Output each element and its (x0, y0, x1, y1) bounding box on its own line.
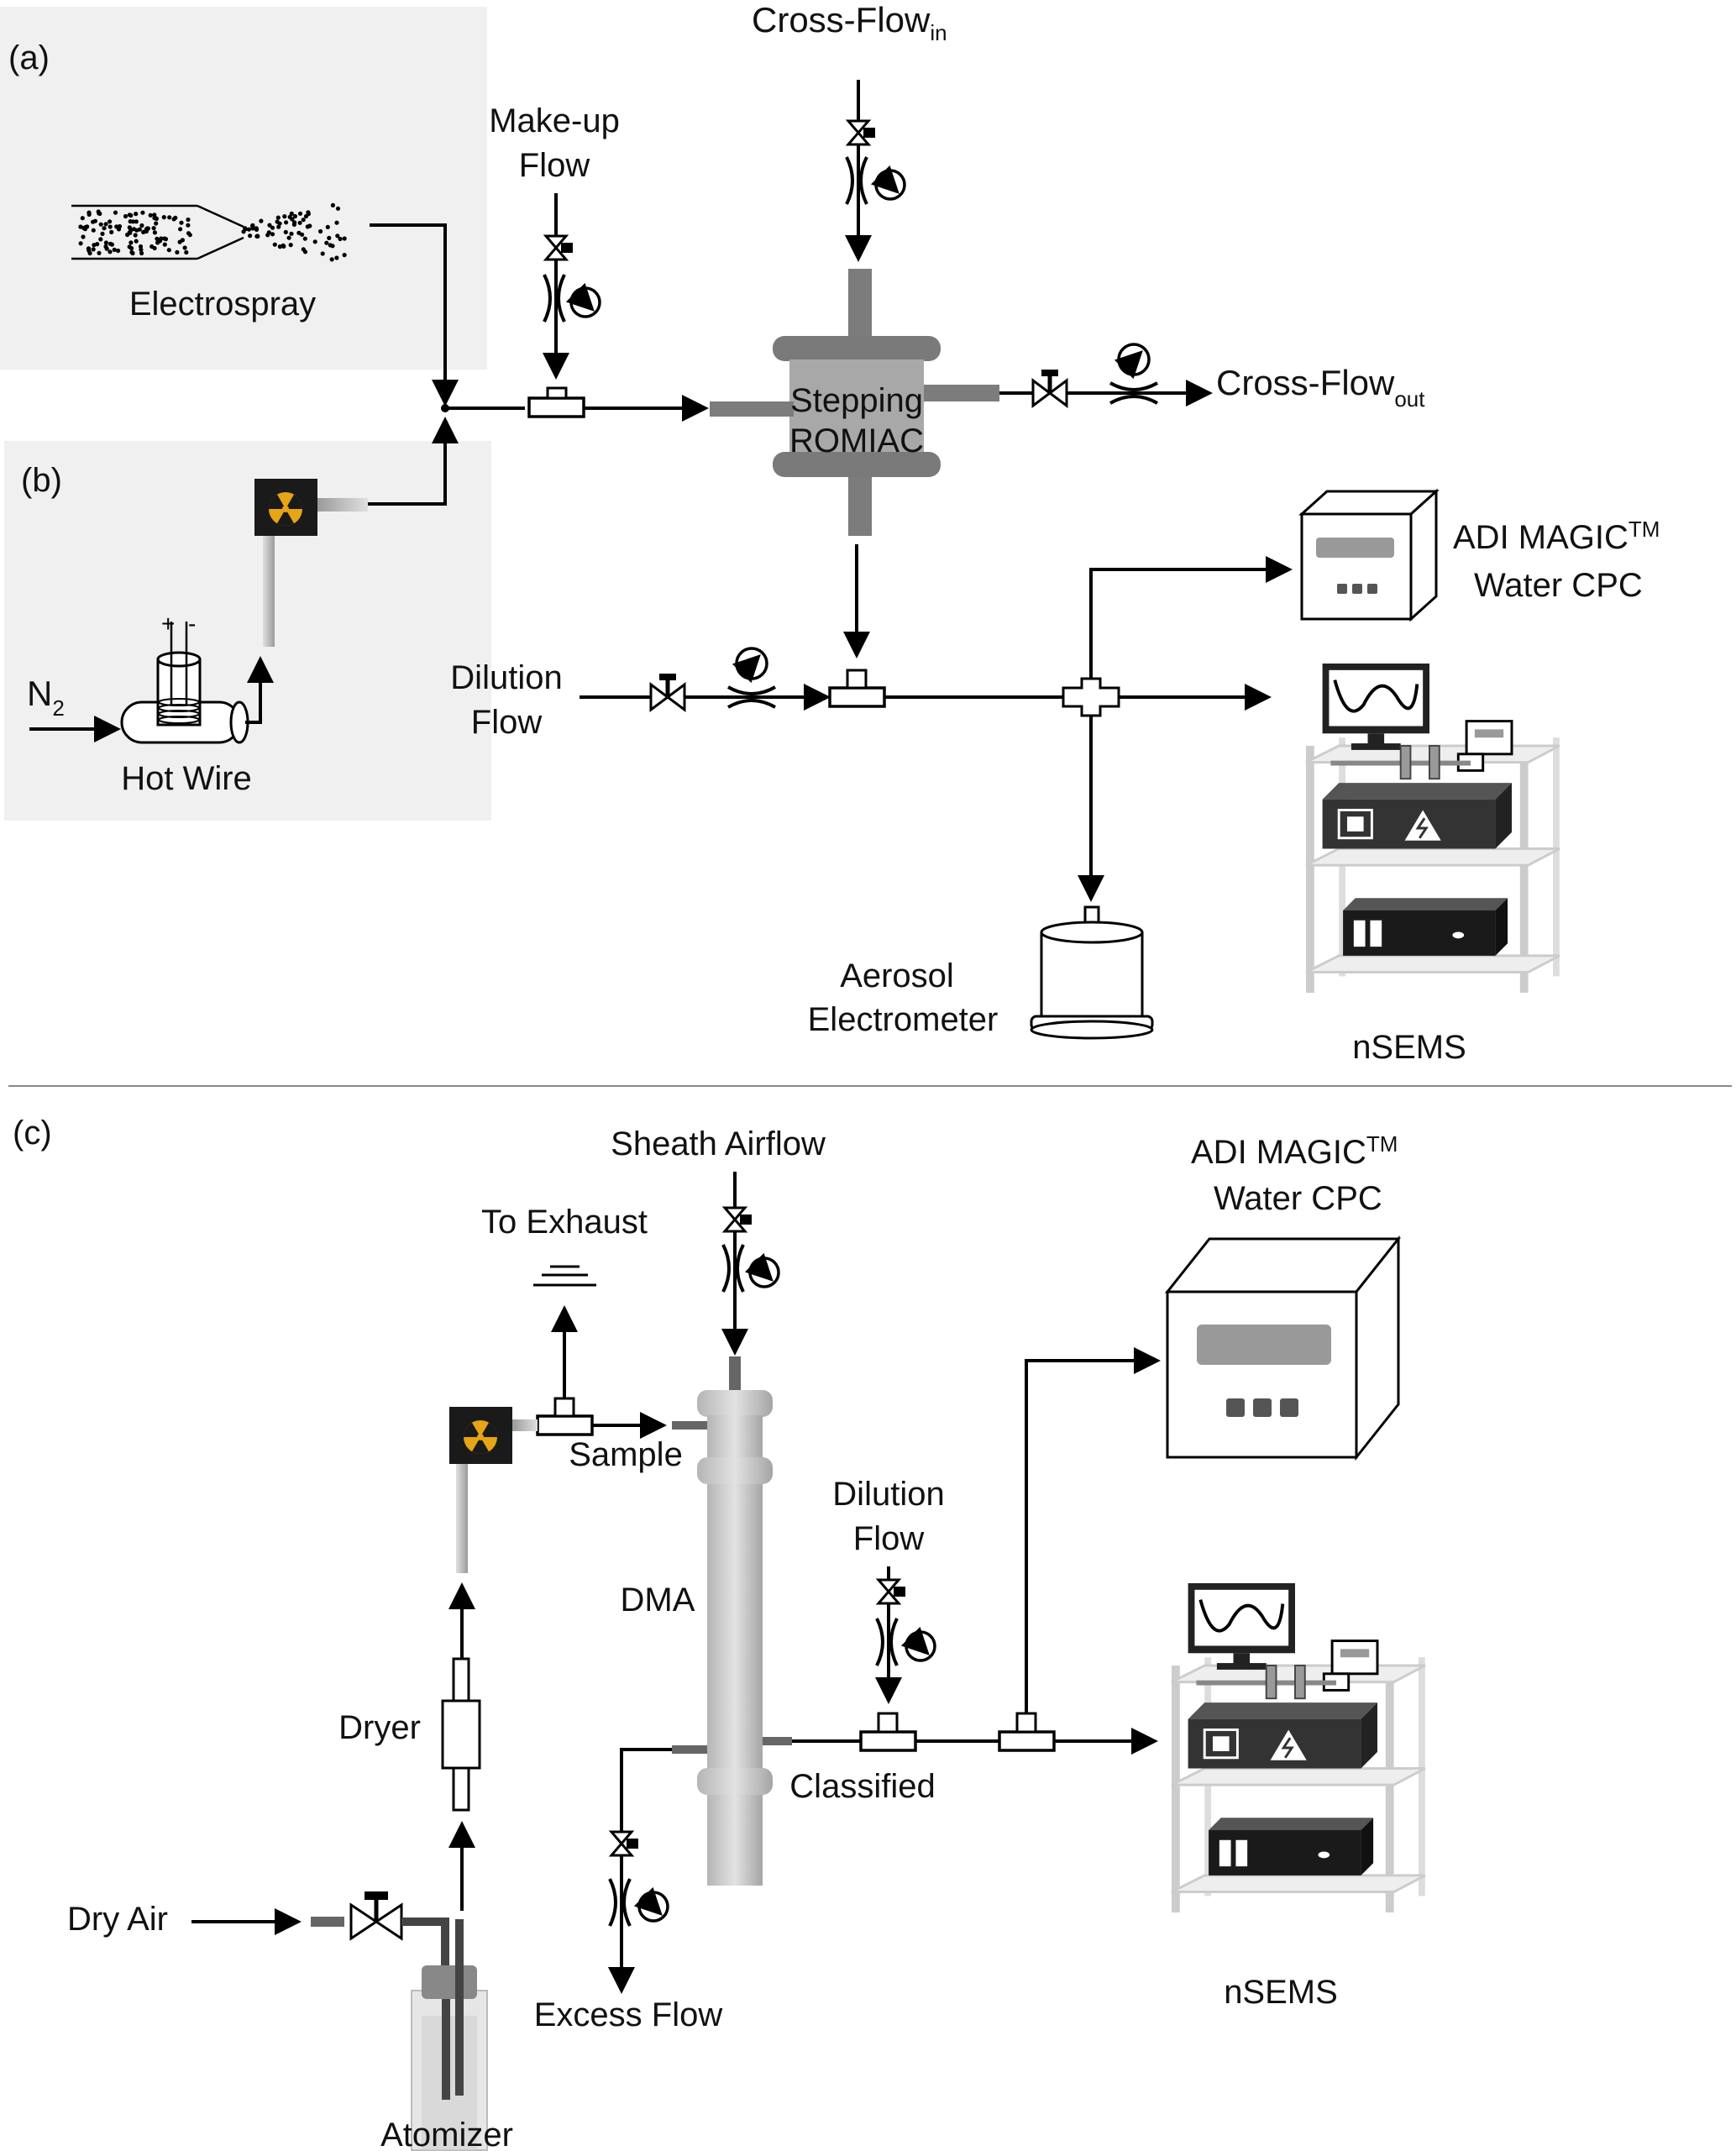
electrospray-flow-line (370, 223, 459, 407)
panel-label-b: (b) (21, 462, 62, 499)
dilution-a-valve-icon (649, 674, 686, 712)
dilution-c-valve-icon (875, 1578, 905, 1605)
radiation-neutralizer-icon (254, 479, 317, 536)
neutralizer-outlet-tube-b (317, 498, 368, 512)
adi-c-label-1: ADI MAGICTM (1191, 1131, 1398, 1171)
cross-flow-out-label: Cross-Flowout (1216, 363, 1425, 412)
adi-a-label-1: ADI MAGICTM (1453, 517, 1660, 556)
split-tee (998, 1730, 1056, 1752)
dilution-a-flowmeter-icon (727, 647, 776, 709)
hot-wire-label: Hot Wire (121, 760, 252, 797)
stepping-romiac (710, 269, 999, 536)
to-exhaust-label: To Exhaust (481, 1204, 648, 1241)
dry-air-fitting (311, 1917, 344, 1927)
sheath-airflow-label: Sheath Airflow (611, 1125, 826, 1162)
panel-a-background (0, 7, 487, 370)
panel-label-c: (c) (13, 1115, 52, 1152)
dilution-c-flowmeter-icon (875, 1618, 936, 1666)
nsems-c-label: nSEMS (1224, 1974, 1338, 2011)
svg-text:-: - (188, 611, 196, 637)
dryer (441, 1657, 481, 1812)
aerosol-label-1: Aerosol (840, 957, 954, 994)
svg-text:+: + (161, 611, 175, 637)
exhaust-icon (533, 1265, 596, 1287)
makeup-flow-label-2: Flow (519, 147, 590, 184)
dilution-c-tee (859, 1730, 917, 1752)
panel-label-a: (a) (8, 39, 50, 76)
aerosol-electrometer (1030, 905, 1154, 1040)
split-to-cpc-c-line (1025, 1347, 1161, 1713)
makeup-tee (527, 396, 585, 418)
hotwire-out-line (245, 656, 274, 724)
excess-flow-label: Excess Flow (534, 1996, 723, 2033)
nsems-c (1171, 1583, 1426, 1912)
makeup-flow-label-1: Make-up (489, 102, 620, 139)
sample-label: Sample (569, 1436, 683, 1473)
makeup-valve-icon (543, 234, 573, 261)
nsems-a-label: nSEMS (1352, 1029, 1466, 1066)
nsems-a (1305, 664, 1560, 993)
atomizer (411, 1919, 488, 2151)
cross-flow-in-label: Cross-Flowin (752, 0, 947, 45)
dilution-a-label-2: Flow (471, 704, 543, 741)
dma-column (672, 1356, 792, 1886)
sample-tee (536, 1414, 594, 1436)
excess-flow-line (608, 1748, 672, 1994)
sheath-valve-icon (721, 1206, 752, 1233)
adi-c-label-2: Water CPC (1214, 1180, 1382, 1217)
excess-flowmeter-icon (608, 1878, 669, 1927)
dilution-a-tee (828, 686, 886, 708)
dryer-label: Dryer (338, 1709, 421, 1746)
radiation-neutralizer-c-icon (449, 1407, 512, 1464)
hotwire-flow-line (367, 417, 459, 506)
dry-air-valve-icon (349, 1891, 403, 1941)
makeup-flowmeter-icon (543, 274, 601, 323)
dry-air-label: Dry Air (67, 1901, 168, 1938)
dilution-c-label-2: Flow (853, 1520, 925, 1557)
romiac-label: ROMIAC (789, 422, 924, 459)
crossflow-out-valve-icon (1031, 370, 1068, 408)
excess-valve-icon (608, 1830, 638, 1857)
electrospray-nozzle (71, 202, 347, 262)
aerosol-label-2: Electrometer (808, 1001, 999, 1038)
hotwire-tube (263, 500, 275, 647)
neutralizer-outlet-tube-c (512, 1419, 538, 1431)
dilution-a-label-1: Dilution (450, 659, 562, 696)
adi-a-label-2: Water CPC (1474, 567, 1643, 604)
hot-wire-generator: + - (120, 611, 249, 744)
dilution-c-label-1: Dilution (832, 1476, 944, 1513)
dma-label: DMA (621, 1582, 695, 1618)
crossflow-out-flowmeter-icon (1109, 343, 1158, 405)
junction-node (441, 404, 449, 412)
sheath-flowmeter-icon (721, 1244, 780, 1293)
water-cpc-c (1164, 1235, 1402, 1461)
neutralizer-inlet-tube-c (456, 1464, 468, 1573)
cross-to-cpc-a-line (1089, 556, 1293, 679)
crossflow-in-valve-icon (845, 119, 875, 146)
n2-label: N2 (27, 674, 65, 721)
atomizer-label: Atomizer (380, 2117, 513, 2151)
electrospray-label: Electrospray (129, 286, 316, 323)
crossflow-in-flowmeter-icon (845, 156, 906, 205)
classified-label: Classified (789, 1768, 935, 1805)
stepping-label: Stepping (790, 382, 923, 419)
water-cpc-a (1298, 488, 1440, 622)
cross-connector (1062, 677, 1120, 717)
